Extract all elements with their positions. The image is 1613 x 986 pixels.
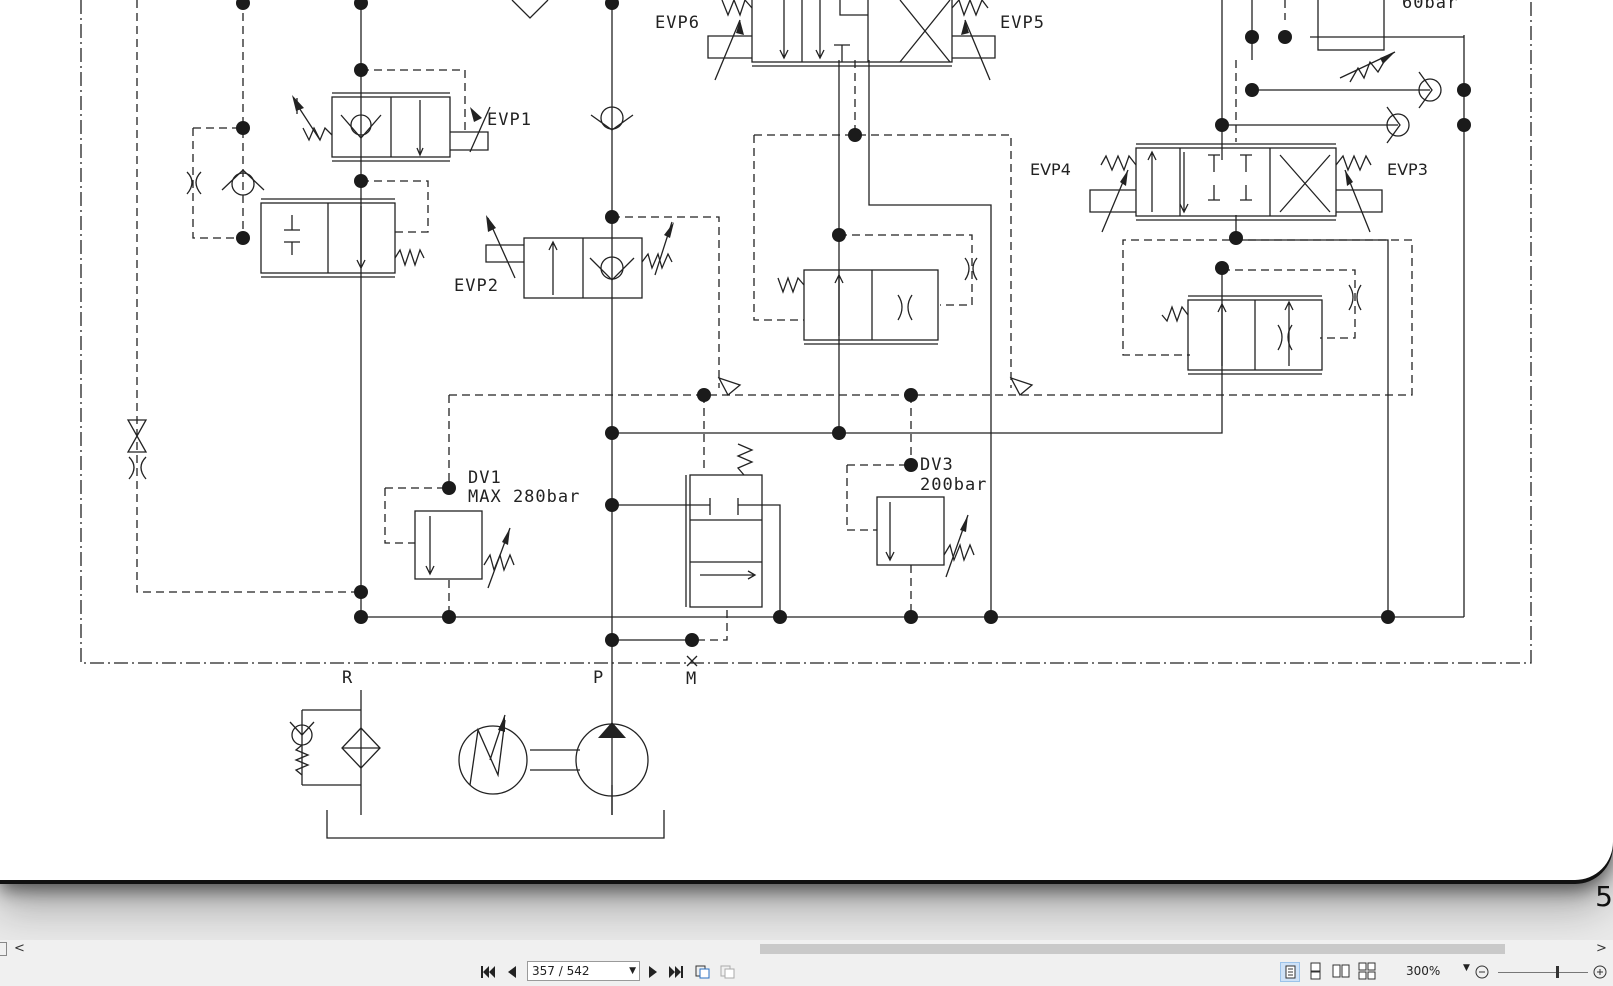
single-page-view-button[interactable] xyxy=(1280,962,1300,982)
scroll-right-arrow-icon[interactable]: > xyxy=(1596,941,1607,956)
previous-view-button[interactable] xyxy=(693,962,713,982)
next-page-edge-glyph: 5 xyxy=(1595,880,1613,913)
horizontal-scrollbar[interactable]: < > xyxy=(0,940,1613,958)
next-view-icon xyxy=(720,965,735,979)
continuous-facing-view-icon xyxy=(1358,962,1376,980)
bottom-toolbar: 357 / 542 ▼ 300% ▼ xyxy=(0,958,1613,986)
previous-page-button[interactable] xyxy=(502,962,522,982)
zoom-out-icon xyxy=(1475,965,1489,979)
document-page: EVP1 EVP2 EVP3 EVP4 EVP5 EVP6 DV1 MAX 28… xyxy=(0,0,1613,880)
page-number-input[interactable]: 357 / 542 ▼ xyxy=(527,961,640,981)
facing-view-button[interactable] xyxy=(1332,962,1352,982)
zoom-slider-track[interactable] xyxy=(1498,972,1588,973)
zoom-slider-thumb[interactable] xyxy=(1556,966,1559,978)
next-view-button[interactable] xyxy=(718,962,738,982)
page-dropdown-chevron-icon[interactable]: ▼ xyxy=(629,966,636,976)
label-port-m: M xyxy=(686,669,697,689)
label-evp2: EVP2 xyxy=(454,276,499,296)
previous-view-icon xyxy=(695,965,710,979)
scrollbar-corner-mark xyxy=(0,942,7,956)
label-top-pressure: 60bar xyxy=(1402,0,1458,13)
last-page-icon xyxy=(669,966,683,978)
label-dv1-pressure: MAX 280bar xyxy=(468,487,580,507)
scroll-left-arrow-icon[interactable]: < xyxy=(14,941,25,956)
page-indicator-text: 357 / 542 xyxy=(532,964,590,978)
label-evp6: EVP6 xyxy=(655,13,700,33)
scrollbar-thumb[interactable] xyxy=(760,944,1505,954)
single-page-view-icon xyxy=(1285,965,1296,979)
zoom-in-icon xyxy=(1593,965,1607,979)
zoom-out-button[interactable] xyxy=(1472,962,1492,982)
zoom-in-button[interactable] xyxy=(1590,962,1610,982)
label-dv3-pressure: 200bar xyxy=(920,475,987,495)
label-port-p: P xyxy=(593,668,604,688)
label-evp1: EVP1 xyxy=(487,110,532,130)
label-dv1: DV1 xyxy=(468,468,502,488)
continuous-view-icon xyxy=(1310,962,1321,980)
document-viewport[interactable]: EVP1 EVP2 EVP3 EVP4 EVP5 EVP6 DV1 MAX 28… xyxy=(0,0,1613,940)
hydraulic-schematic: EVP1 EVP2 EVP3 EVP4 EVP5 EVP6 DV1 MAX 28… xyxy=(80,0,1532,839)
continuous-facing-view-button[interactable] xyxy=(1358,962,1378,982)
next-page-button[interactable] xyxy=(643,962,663,982)
facing-view-icon xyxy=(1332,964,1350,978)
zoom-dropdown-chevron-icon[interactable]: ▼ xyxy=(1463,963,1470,973)
first-page-button[interactable] xyxy=(478,962,498,982)
label-evp4: EVP4 xyxy=(1030,160,1071,179)
last-page-button[interactable] xyxy=(666,962,686,982)
next-page-icon xyxy=(649,966,657,978)
label-dv3: DV3 xyxy=(920,455,954,475)
first-page-icon xyxy=(481,966,495,978)
zoom-level[interactable]: 300% xyxy=(1406,964,1441,978)
previous-page-icon xyxy=(508,966,516,978)
label-evp3: EVP3 xyxy=(1387,160,1428,179)
label-evp5: EVP5 xyxy=(1000,13,1045,33)
label-port-r: R xyxy=(342,668,353,688)
continuous-view-button[interactable] xyxy=(1306,962,1326,982)
